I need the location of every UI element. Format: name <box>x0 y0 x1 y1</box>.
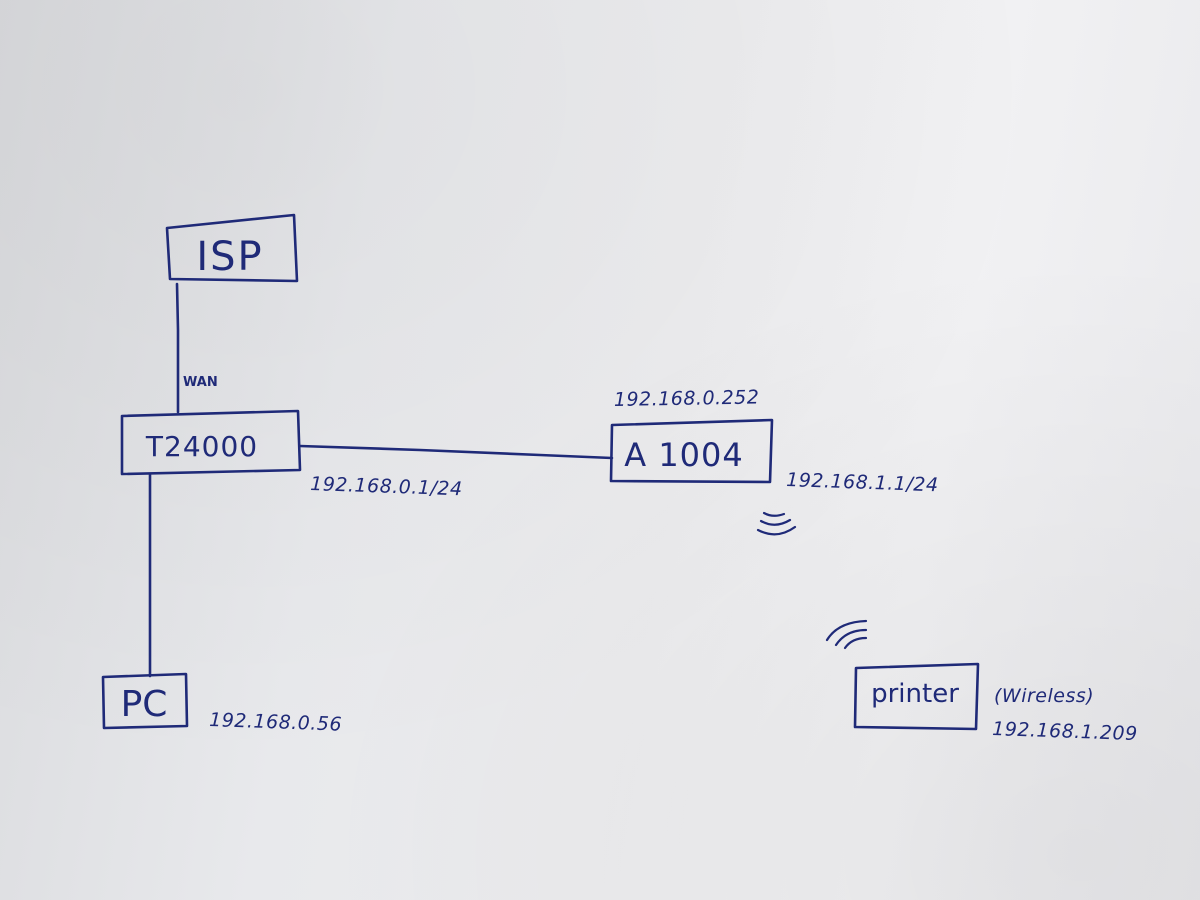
access-point-label: A 1004 <box>624 436 744 474</box>
pc-box <box>101 672 189 730</box>
router-ap-link <box>298 444 614 460</box>
pc-node: PC <box>101 672 189 730</box>
isp-router-link <box>175 282 180 414</box>
isp-label: ISP <box>196 234 263 280</box>
router-node: T24000 <box>120 409 302 476</box>
pc-address: 192.168.0.56 <box>209 709 343 736</box>
pc-label: PC <box>121 684 168 725</box>
printer-wireless-note: (Wireless) <box>994 685 1094 707</box>
access-point-box <box>609 418 774 484</box>
router-lan-address: 192.168.0.1/24 <box>310 473 463 500</box>
printer-box <box>853 662 980 731</box>
router-box <box>120 409 302 476</box>
ap-lan-address: 192.168.1.1/24 <box>786 469 939 496</box>
printer-label: printer <box>871 679 959 709</box>
isp-box <box>165 213 299 283</box>
isp-node: ISP <box>165 213 299 283</box>
printer-node: printer <box>853 662 980 731</box>
wan-label: WAN <box>183 375 218 390</box>
connections <box>148 282 614 678</box>
access-point-node: A 1004 <box>609 418 774 484</box>
router-label: T24000 <box>145 430 258 463</box>
printer-address: 192.168.1.209 <box>992 718 1138 745</box>
wifi-signal-icon <box>756 511 797 536</box>
wifi-signal-icon <box>825 619 868 650</box>
ap-wan-address: 192.168.0.252 <box>614 386 760 411</box>
